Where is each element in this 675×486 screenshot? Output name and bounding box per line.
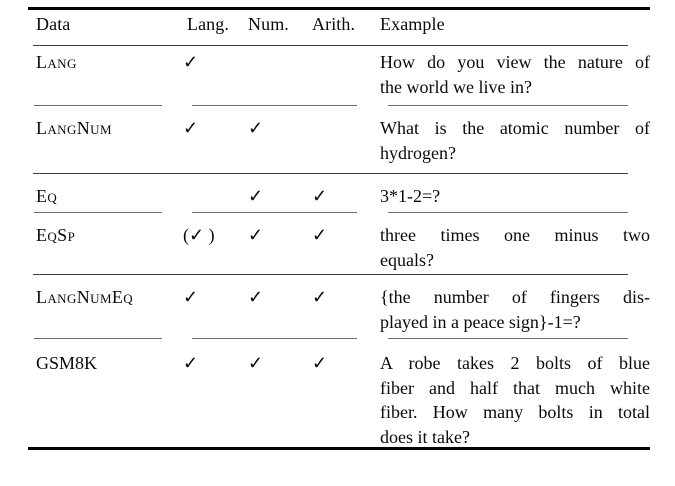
arith-checkmark: ✓	[312, 225, 328, 245]
example-line: How do you view the nature of	[380, 52, 650, 72]
example-line: fiber. How many bolts in total	[380, 402, 650, 422]
top-rule	[28, 7, 650, 10]
example-text: {the number of fingers dis- played in a …	[380, 285, 650, 334]
row-label: Lang	[36, 52, 77, 72]
example-line: the world we live in?	[380, 76, 532, 97]
num-checkmark: ✓	[248, 225, 264, 245]
num-checkmark: ✓	[248, 287, 264, 307]
example-line: fiber and half that much white	[380, 377, 650, 398]
num-checkmark: ✓	[248, 186, 264, 206]
example-line: {the number of fingers dis-	[380, 287, 650, 307]
row-label: GSM8K	[36, 353, 98, 373]
example-line: A robe takes 2 bolts of blue	[380, 353, 650, 373]
midrule-2	[33, 273, 628, 275]
row-label: LangNumEq	[36, 287, 134, 307]
lang-checkmark: ✓	[183, 287, 199, 307]
example-line: does it take?	[380, 426, 470, 447]
example-line: hydrogen?	[380, 142, 456, 163]
column-header-example: Example	[380, 14, 445, 34]
column-header-arith: Arith.	[312, 14, 356, 34]
row-label: EqSp	[36, 225, 76, 245]
example-text: three times one minus two equals?	[380, 223, 650, 272]
cmidrule-checks-1	[192, 104, 357, 106]
lang-checkmark: ✓	[183, 52, 199, 72]
example-line: three times one minus two	[380, 225, 650, 245]
example-text: 3*1-2=?	[380, 184, 650, 209]
num-checkmark: ✓	[248, 118, 264, 138]
header-rule	[33, 44, 628, 47]
lang-checkmark: ✓	[183, 118, 199, 138]
arith-checkmark: ✓	[312, 287, 328, 307]
cmidrule-checks-3	[192, 337, 357, 339]
row-label: LangNum	[36, 118, 112, 138]
lang-checkmark-parenthesized: (✓ )	[183, 225, 215, 245]
example-text: How do you view the nature of the world …	[380, 50, 650, 99]
arith-checkmark: ✓	[312, 186, 328, 206]
cmidrule-data-2	[34, 212, 162, 214]
lang-checkmark: ✓	[183, 353, 199, 373]
column-header-lang: Lang.	[187, 14, 229, 34]
column-header-data: Data	[36, 14, 71, 34]
cmidrule-data-3	[34, 337, 162, 339]
row-label: Eq	[36, 186, 58, 206]
midrule-1	[33, 172, 628, 174]
example-text: A robe takes 2 bolts of blue fiber and h…	[380, 351, 650, 449]
arith-checkmark: ✓	[312, 353, 328, 373]
example-line: equals?	[380, 249, 434, 270]
column-header-num: Num.	[248, 14, 289, 34]
cmidrule-example-2	[388, 212, 628, 214]
cmidrule-checks-2	[192, 212, 357, 214]
cmidrule-data-1	[34, 104, 162, 106]
example-line: played in a peace sign}-1=?	[380, 311, 581, 332]
example-line: 3*1-2=?	[380, 186, 441, 206]
cmidrule-example-1	[388, 104, 628, 106]
example-line: What is the atomic number of	[380, 118, 650, 138]
example-text: What is the atomic number of hydrogen?	[380, 116, 650, 165]
bottom-rule	[28, 446, 650, 450]
cmidrule-example-3	[388, 337, 628, 339]
num-checkmark: ✓	[248, 353, 264, 373]
